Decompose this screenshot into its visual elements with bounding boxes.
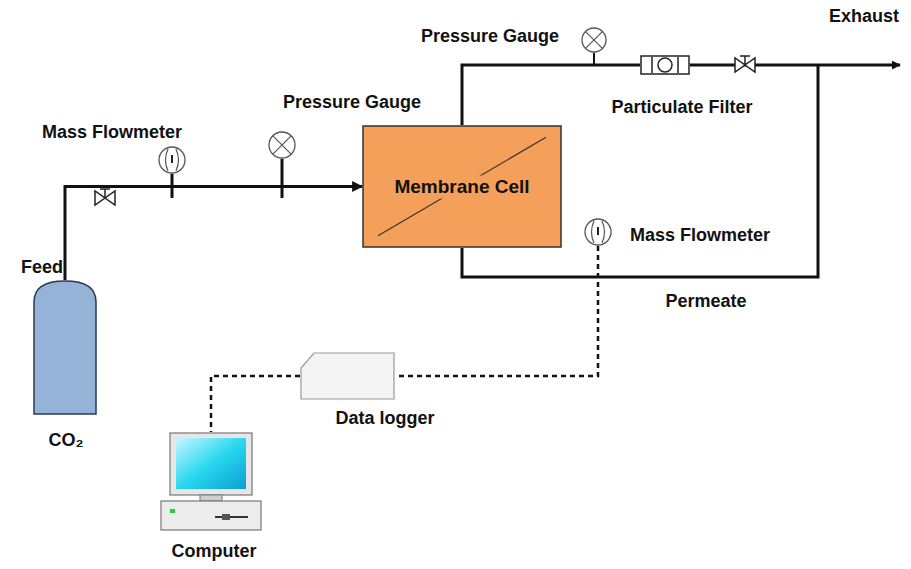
computer-icon: Computer bbox=[160, 432, 262, 532]
mass-flowmeter-outline bbox=[158, 146, 186, 174]
part-label: Mass Flowmeter bbox=[42, 123, 182, 143]
data-logger-outline bbox=[300, 352, 395, 400]
mass-flowmeter: Mass Flowmeter bbox=[158, 146, 186, 174]
stream-label: Feed bbox=[21, 258, 63, 278]
pressure-gauge-outline bbox=[581, 27, 607, 53]
signal-line bbox=[211, 376, 300, 432]
pressure-gauge: Pressure Gauge bbox=[581, 27, 607, 53]
part-label: Pressure Gauge bbox=[283, 93, 421, 113]
pressure-gauge-outline bbox=[268, 131, 296, 159]
particulate-filter: Particulate Filter bbox=[640, 55, 690, 75]
box-title: Membrane Cell bbox=[391, 176, 532, 199]
mass-flowmeter-outline bbox=[584, 218, 612, 246]
pressure-gauge: Pressure Gauge bbox=[268, 131, 296, 159]
part-label: Particulate Filter bbox=[611, 98, 752, 118]
part-label: Pressure Gauge bbox=[421, 27, 559, 47]
stream-label: Permeate bbox=[665, 292, 746, 312]
part-label: CO₂ bbox=[49, 431, 84, 451]
gas-pipe bbox=[65, 187, 362, 281]
data-logger: Data logger bbox=[300, 352, 395, 400]
part-label: Computer bbox=[172, 542, 257, 562]
signal-line bbox=[395, 246, 598, 376]
computer-icon-outline bbox=[160, 432, 262, 532]
feed-valve bbox=[95, 189, 115, 205]
part-label: Data logger bbox=[335, 409, 434, 429]
part-label: Mass Flowmeter bbox=[630, 226, 770, 246]
gauge-stem bbox=[281, 159, 284, 198]
membrane-cell: Membrane Cell bbox=[362, 125, 562, 248]
exhaust-valve bbox=[735, 56, 755, 72]
particulate-filter-outline bbox=[640, 55, 690, 75]
gas-cylinder: CO₂ bbox=[33, 280, 97, 415]
exhaust-pipe bbox=[818, 64, 900, 67]
stream-label: Exhaust bbox=[829, 7, 899, 27]
mass-flowmeter: Mass Flowmeter bbox=[584, 218, 612, 246]
gauge-stem bbox=[593, 53, 595, 65]
gas-cylinder-outline bbox=[33, 280, 97, 415]
